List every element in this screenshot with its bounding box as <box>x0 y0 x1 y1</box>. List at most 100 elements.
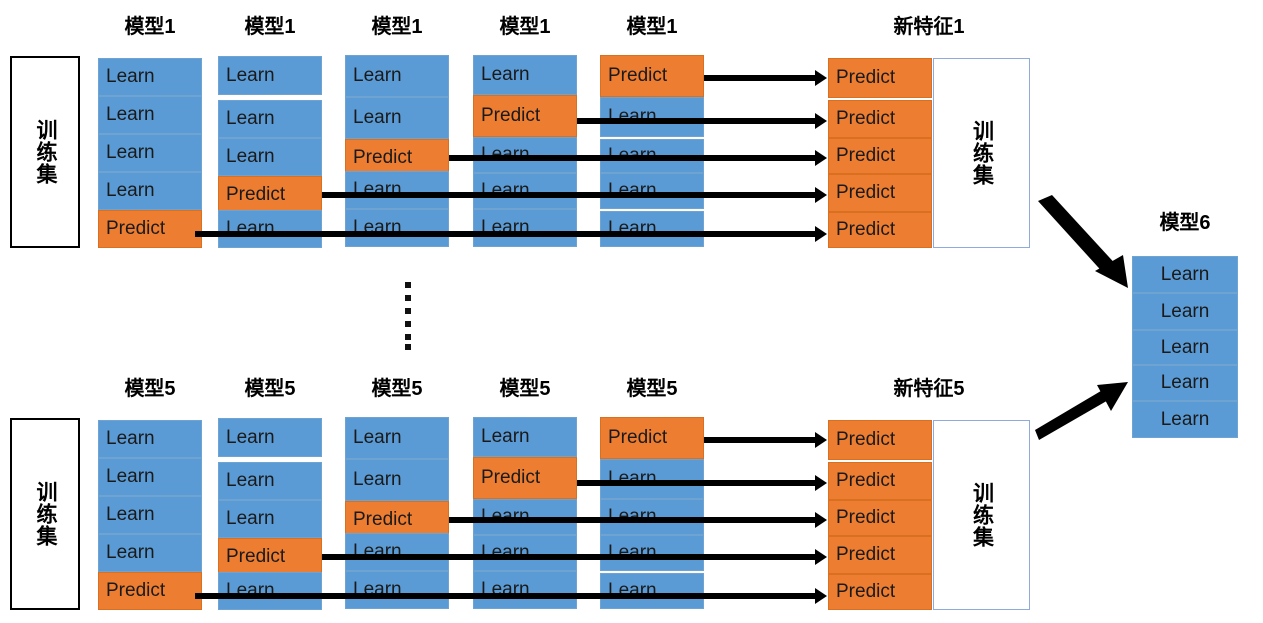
bottom-newfeature-training-set-box: 训练集 <box>933 420 1030 610</box>
top-c3-r4: Learn <box>345 171 449 209</box>
top-c4-r4: Learn <box>473 173 577 209</box>
header-top-model-4: 模型1 <box>499 16 551 38</box>
header-top-newfeature: 新特征1 <box>893 16 965 38</box>
header-top-model-5: 模型1 <box>626 16 678 38</box>
top-arrow-fold5 <box>704 70 827 86</box>
final-r3: Learn <box>1132 330 1238 365</box>
top-c3-r2: Learn <box>345 97 449 139</box>
bot-c2-r3: Learn <box>218 500 322 538</box>
top-nf-r3: Predict <box>828 138 932 174</box>
ellipsis-dot <box>405 344 411 350</box>
bottom-arrow-fold3 <box>449 512 827 528</box>
header-bottom-model-5: 模型5 <box>626 378 678 400</box>
top-c5-r1: Predict <box>600 55 704 97</box>
top-c1-r5: Predict <box>98 210 202 248</box>
ellipsis-dot <box>405 334 411 340</box>
bot-c1-r3: Learn <box>98 496 202 534</box>
bot-c5-r2: Learn <box>600 459 704 499</box>
bot-c3-r5: Learn <box>345 571 449 609</box>
bot-nf-r1: Predict <box>828 420 932 460</box>
top-c4-r5: Learn <box>473 209 577 247</box>
top-c1-r1: Learn <box>98 58 202 96</box>
top-c1-r4: Learn <box>98 172 202 210</box>
top-nf-r2: Predict <box>828 100 932 138</box>
top-arrow-fold2 <box>322 187 827 203</box>
top-newfeature-training-set-label: 训练集 <box>970 120 994 186</box>
bot-c2-r4: Predict <box>218 538 322 576</box>
bot-c4-r5: Learn <box>473 571 577 609</box>
bot-c3-r4: Learn <box>345 533 449 571</box>
bot-nf-r3: Predict <box>828 500 932 536</box>
bot-c1-r5: Predict <box>98 572 202 610</box>
ellipsis-dot <box>405 282 411 288</box>
header-bottom-newfeature: 新特征5 <box>893 378 965 400</box>
top-c2-r5: Learn <box>218 210 322 248</box>
bot-c5-r1: Predict <box>600 417 704 459</box>
top-c2-r1: Learn <box>218 56 322 95</box>
header-top-model-3: 模型1 <box>371 16 423 38</box>
bot-c4-r1: Learn <box>473 417 577 457</box>
bot-c5-r5: Learn <box>600 573 704 609</box>
top-c2-r2: Learn <box>218 100 322 138</box>
bot-c1-r1: Learn <box>98 420 202 458</box>
bot-c2-r5: Learn <box>218 572 322 610</box>
top-arrow-fold1 <box>195 226 827 242</box>
top-c5-r2: Learn <box>600 97 704 137</box>
top-training-set-label: 训练集 <box>34 119 58 185</box>
arrow-top-to-final-model <box>1038 195 1128 288</box>
bot-c4-r4: Learn <box>473 535 577 571</box>
header-bottom-model-2: 模型5 <box>244 378 296 400</box>
bottom-training-set-label: 训练集 <box>34 481 58 547</box>
bottom-arrow-fold4 <box>577 475 827 491</box>
bot-c1-r2: Learn <box>98 458 202 496</box>
header-bottom-model-4: 模型5 <box>499 378 551 400</box>
header-bottom-model-3: 模型5 <box>371 378 423 400</box>
top-newfeature-training-set-box: 训练集 <box>933 58 1030 248</box>
top-c3-r1: Learn <box>345 55 449 97</box>
final-r4: Learn <box>1132 365 1238 401</box>
bottom-training-set-box: 训练集 <box>10 418 80 610</box>
bot-c2-r2: Learn <box>218 462 322 500</box>
top-c2-r4: Predict <box>218 176 322 214</box>
bot-c1-r4: Learn <box>98 534 202 572</box>
top-nf-r1: Predict <box>828 58 932 98</box>
final-r5: Learn <box>1132 401 1238 438</box>
bot-nf-r4: Predict <box>828 536 932 574</box>
top-c1-r3: Learn <box>98 134 202 172</box>
ellipsis-dot <box>405 308 411 314</box>
bot-nf-r5: Predict <box>828 574 932 610</box>
top-c5-r5: Learn <box>600 211 704 247</box>
top-c4-r1: Learn <box>473 55 577 95</box>
bot-nf-r2: Predict <box>828 462 932 500</box>
header-bottom-model-1: 模型5 <box>124 378 176 400</box>
final-r1: Learn <box>1132 256 1238 293</box>
top-c5-r4: Learn <box>600 173 704 209</box>
final-r2: Learn <box>1132 293 1238 330</box>
bot-c3-r2: Learn <box>345 459 449 501</box>
header-top-model-1: 模型1 <box>124 16 176 38</box>
bottom-newfeature-training-set-label: 训练集 <box>970 482 994 548</box>
bot-c4-r2: Predict <box>473 457 577 499</box>
top-c4-r2: Predict <box>473 95 577 137</box>
bottom-arrow-fold2 <box>322 549 827 565</box>
top-arrow-fold3 <box>449 150 827 166</box>
arrow-bottom-to-final-model <box>1035 382 1128 440</box>
bot-c5-r4: Learn <box>600 535 704 571</box>
header-top-model-2: 模型1 <box>244 16 296 38</box>
top-nf-r4: Predict <box>828 174 932 212</box>
top-arrow-fold4 <box>577 113 827 129</box>
bottom-arrow-fold5 <box>704 432 827 448</box>
header-final-model: 模型6 <box>1159 212 1211 234</box>
bot-c3-r1: Learn <box>345 417 449 459</box>
top-c3-r5: Learn <box>345 209 449 247</box>
top-nf-r5: Predict <box>828 212 932 248</box>
vertical-ellipsis <box>405 282 415 350</box>
bottom-arrow-fold1 <box>195 588 827 604</box>
top-c2-r3: Learn <box>218 138 322 176</box>
top-c1-r2: Learn <box>98 96 202 134</box>
top-training-set-box: 训练集 <box>10 56 80 248</box>
ellipsis-dot <box>405 295 411 301</box>
top-c3-r3: Predict <box>345 139 449 177</box>
ellipsis-dot <box>405 321 411 327</box>
